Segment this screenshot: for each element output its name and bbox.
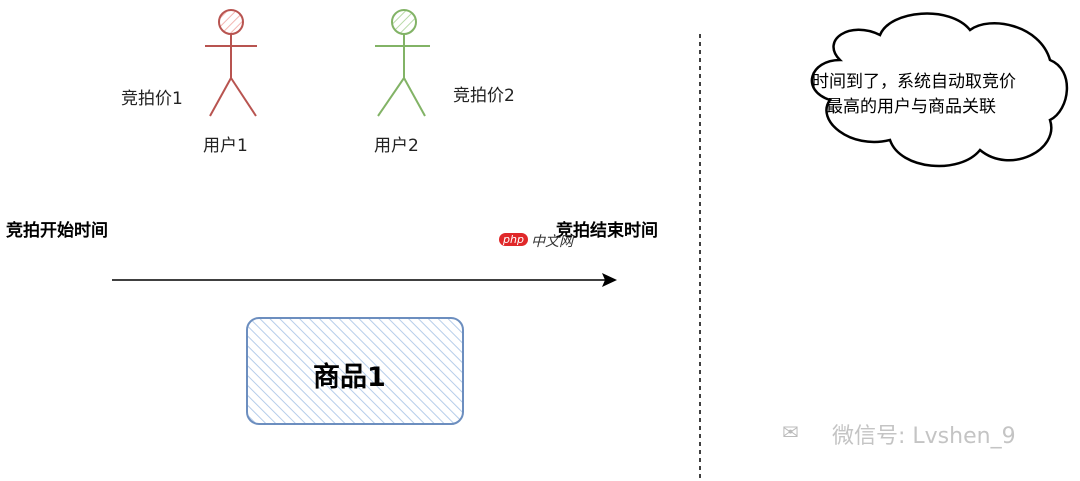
wechat-icon: ✉	[782, 420, 799, 444]
user2-figure	[375, 9, 430, 117]
cloud-text-line1: 时间到了，系统自动取竞价	[812, 72, 1016, 92]
wechat-watermark: 微信号: Lvshen_9	[832, 424, 1016, 449]
user1-figure	[205, 9, 257, 117]
user2-name: 用户2	[374, 136, 419, 156]
product-label: 商品1	[313, 362, 386, 393]
product-box	[246, 317, 464, 425]
user1-bid-label: 竞拍价1	[121, 89, 183, 109]
start-time-label: 竞拍开始时间	[6, 221, 108, 241]
php-logo: php	[499, 233, 528, 246]
php-site-watermark: 中文网	[531, 234, 573, 250]
user2-bid-label: 竞拍价2	[453, 86, 515, 106]
cloud-shape	[810, 12, 1069, 168]
timeline-arrow	[112, 273, 617, 287]
cloud-text-line2: 最高的用户与商品关联	[826, 97, 996, 117]
end-time-label: 竞拍结束时间	[556, 221, 658, 241]
user1-name: 用户1	[203, 136, 248, 156]
